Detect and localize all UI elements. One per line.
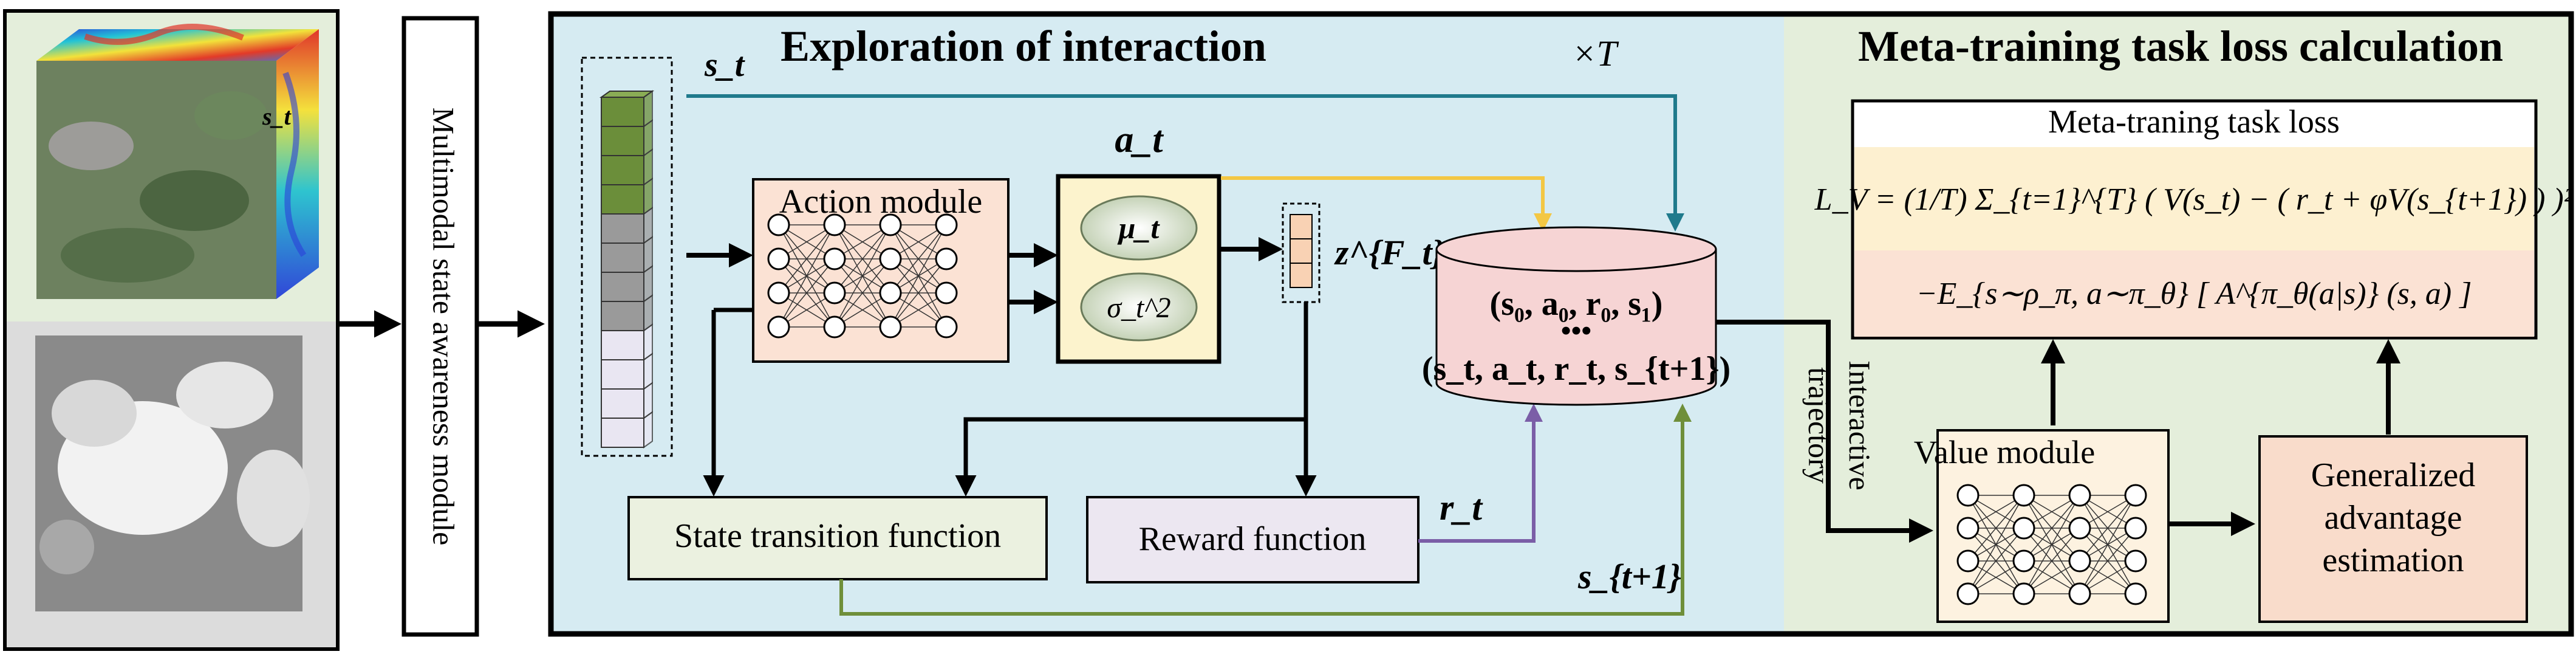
action-module-label: Action module	[779, 183, 982, 221]
value-net-node	[1956, 582, 1980, 605]
sigma-cloud-icon	[1080, 272, 1198, 342]
reward-label: r_t	[1440, 487, 1483, 528]
buffer-row-1: (s₀, a₀, r₀, s₁)	[1490, 285, 1663, 323]
value-net-node	[2124, 517, 2147, 540]
action-net-node	[879, 315, 902, 339]
action-neural-network-icon	[767, 213, 958, 339]
state-vector-cell	[601, 243, 644, 273]
value-loss-formula: L_V = (1/T) Σ_{t=1}^{T} ( V(s_t) − ( r_t…	[1814, 182, 2574, 217]
action-net-node	[767, 315, 790, 339]
value-net-node	[1956, 484, 1980, 507]
state-to-buffer-arrow	[686, 94, 1684, 232]
state-vector-cell	[601, 155, 644, 185]
action-distribution-box	[1056, 174, 1221, 364]
z-to-transition-arrow	[955, 417, 1306, 497]
interactive-label: Interactive	[1843, 360, 1877, 490]
action-to-buffer-arrow	[1221, 176, 1552, 232]
state-vector-cell	[601, 184, 644, 215]
loss-box-title: Meta-traning task loss	[2048, 103, 2340, 140]
action-net-node	[823, 247, 846, 270]
buffer-row-2: (s_t, a_t, r_t, s_{t+1})	[1422, 350, 1730, 388]
action-net-node	[767, 247, 790, 270]
value-net-node	[2124, 484, 2147, 507]
cube-state-label: s_t	[262, 103, 292, 130]
reward-function-label: Reward function	[1139, 520, 1367, 558]
state-vector-cell	[601, 388, 644, 419]
action-net-node	[823, 281, 846, 304]
multimodal-module-label: Multimodal state awareness module	[427, 108, 461, 546]
state-vector-cell	[601, 418, 644, 448]
policy-loss-formula: −E_{s∼ρ_π, a∼π_θ} [ A^{π_θ(a|s)} (s, a) …	[1916, 277, 2472, 311]
state-vector-cells	[599, 90, 655, 449]
value-net-node	[2012, 582, 2035, 605]
value-net-node	[2068, 549, 2091, 573]
action-net-node	[823, 315, 846, 339]
next-state-label: s_{t+1}	[1577, 557, 1681, 596]
value-net-node	[1956, 517, 1980, 540]
next-state-to-buffer-arrow	[839, 404, 1692, 616]
value-net-node	[2012, 549, 2035, 573]
action-net-node	[823, 213, 846, 236]
value-net-node	[2068, 582, 2091, 605]
repeat-label: ×T	[1572, 33, 1619, 74]
value-net-node	[2124, 582, 2147, 605]
state-vector-dashed-box	[581, 57, 673, 457]
action-net-node	[767, 213, 790, 236]
action-net-node	[879, 247, 902, 270]
action-net-node	[935, 247, 958, 270]
meta-training-loss-box	[1851, 99, 2538, 340]
state-vector-cell	[601, 213, 644, 244]
value-net-node	[1956, 549, 1980, 573]
sigma-label: σ_t^2	[1107, 292, 1170, 324]
value-module	[1936, 429, 2170, 623]
state-transition-function-box	[627, 496, 1048, 580]
action-net-node	[935, 213, 958, 236]
state-vector-cell	[601, 359, 644, 390]
state-vector	[581, 57, 673, 457]
state-label: s_t	[704, 46, 745, 84]
replay-buffer-cylinder	[1435, 226, 1717, 406]
grayscale-image	[35, 335, 310, 611]
gae-box	[2258, 435, 2528, 623]
trajectory-to-value-arrow	[1716, 320, 1933, 543]
state-vector-cell	[601, 272, 644, 302]
action-net-node	[767, 281, 790, 304]
state-vector-cell	[601, 330, 644, 360]
action-module	[752, 178, 1010, 363]
action-label: a_t	[1115, 119, 1164, 160]
mu-cloud-icon	[1080, 195, 1198, 261]
gae-line-1: Generalized	[2311, 456, 2475, 494]
value-net-node	[2068, 517, 2091, 540]
exploration-title: Exploration of interaction	[781, 22, 1266, 71]
value-module-label: Value module	[1914, 434, 2095, 470]
gae-line-3: estimation	[2322, 542, 2464, 579]
state-vector-cell	[601, 97, 644, 127]
meta-training-title: Meta-training task loss calculation	[1858, 22, 2503, 71]
state-vector-cell	[601, 301, 644, 331]
reward-to-buffer-arrow	[1418, 404, 1543, 543]
action-net-node	[935, 281, 958, 304]
z-label: z^{F_t}	[1334, 233, 1444, 272]
value-net-node	[2068, 484, 2091, 507]
action-net-node	[935, 315, 958, 339]
latent-z-vector	[1282, 202, 1320, 303]
state-transition-label: State transition function	[674, 517, 1001, 555]
value-net-node	[2012, 517, 2035, 540]
trajectory-label: trajectory	[1802, 367, 1836, 484]
multimodal-state-awareness-module: Multimodal state awareness module	[401, 16, 479, 637]
value-neural-network-icon	[1956, 484, 2147, 605]
value-net-node	[2012, 484, 2035, 507]
action-net-node	[879, 213, 902, 236]
mu-label: μ_t	[1117, 211, 1161, 245]
value-net-node	[2124, 549, 2147, 573]
buffer-dots: •••	[1561, 315, 1591, 347]
hyperspectral-cube-image	[36, 24, 319, 299]
input-data-panel: s_t	[3, 9, 340, 651]
action-net-node	[879, 281, 902, 304]
gae-line-2: advantage	[2325, 499, 2462, 537]
state-vector-cell	[601, 126, 644, 156]
